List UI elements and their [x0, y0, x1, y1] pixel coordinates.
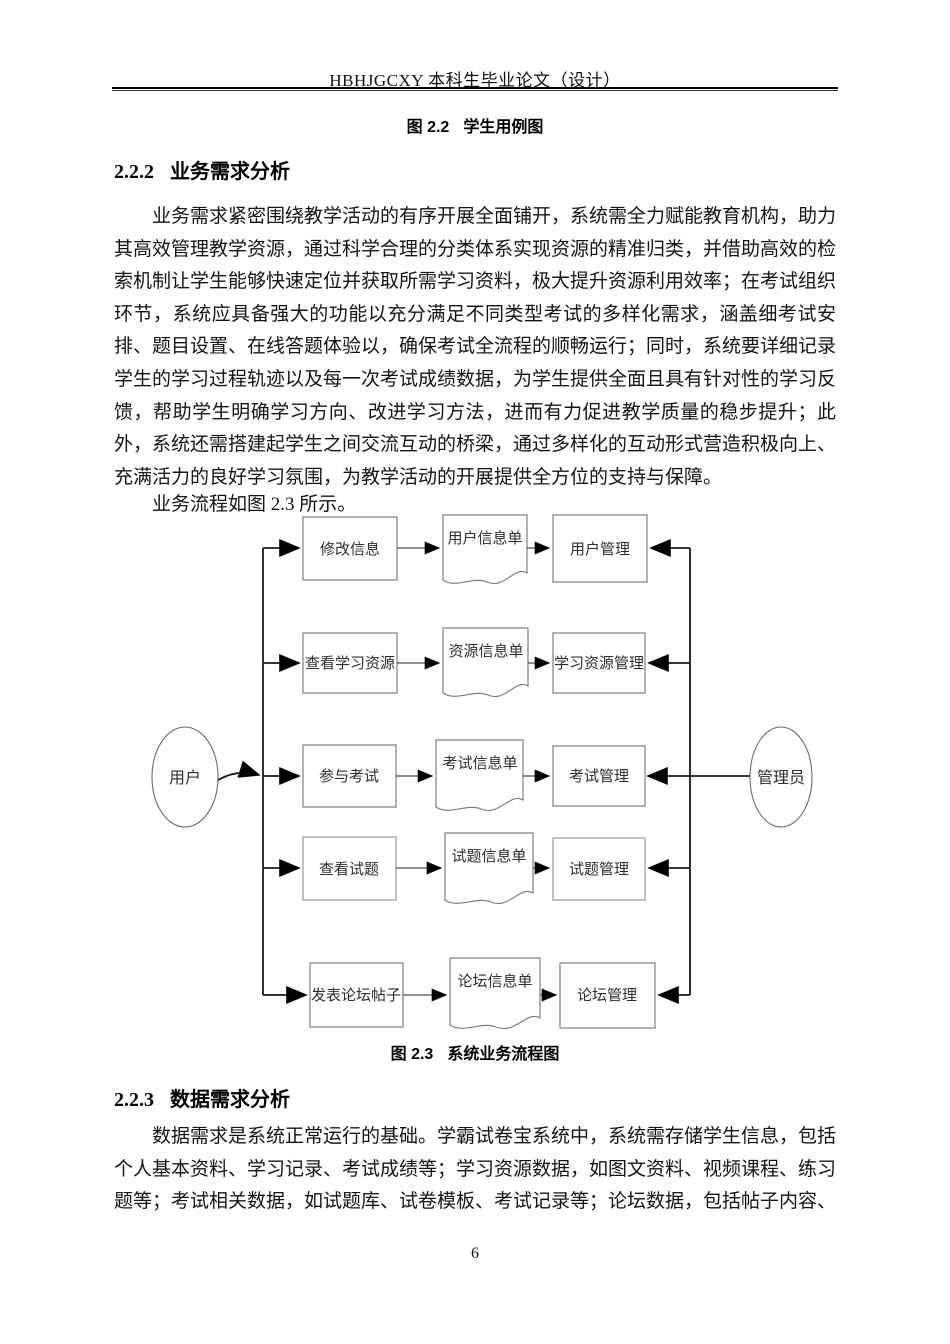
management-box — [559, 962, 656, 1029]
section-number: 2.2.2 — [114, 161, 154, 183]
running-header: HBHJGCXY 本科生毕业论文（设计） — [329, 71, 621, 90]
document-label: 试题信息单 — [451, 848, 526, 865]
figure-2-3-caption: 图 2.3 系统业务流程图 — [114, 1040, 836, 1064]
section-title: 数据需求分析 — [170, 1089, 290, 1111]
action-label: 查看试题 — [319, 861, 379, 878]
flow-row-questions: 查看试题 试题信息单 试题管理 — [263, 832, 690, 905]
document-shape: 用户信息单 — [442, 514, 528, 585]
figure-2-2-caption-text: 学生用例图 — [463, 119, 544, 136]
section-heading-2-2-3: 2.2.3 数据需求分析 — [114, 1083, 874, 1112]
action-label: 参与考试 — [319, 768, 379, 785]
user-to-trunk-arrow — [217, 760, 261, 781]
figure-2-3-caption-text: 系统业务流程图 — [447, 1046, 560, 1063]
actor-admin-oval — [749, 726, 813, 828]
action-label: 修改信息 — [320, 541, 380, 558]
flow-row-user-info: 修改信息 用户信息单 用户管理 — [263, 514, 690, 585]
action-label: 发表论坛帖子 — [311, 987, 401, 1004]
management-label: 用户管理 — [570, 541, 630, 558]
business-flow-diagram: 用户 管理员 修改信息 用户信息单 用户管理 — [140, 506, 840, 1046]
actor-user-oval — [151, 726, 219, 828]
document-label: 考试信息单 — [442, 755, 517, 772]
page-number: 6 — [471, 1245, 479, 1262]
header-rule-thick-line — [112, 87, 838, 89]
document-shape: 试题信息单 — [444, 832, 534, 905]
management-box — [552, 514, 648, 583]
management-box — [552, 837, 646, 901]
actor-user-label: 用户 — [169, 769, 201, 787]
flow-row-forum: 发表论坛帖子 论坛信息单 论坛管理 — [263, 957, 690, 1030]
document-shape: 论坛信息单 — [449, 957, 541, 1030]
figure-2-2-caption-number: 图 2.2 — [406, 119, 450, 136]
document-label: 资源信息单 — [448, 643, 523, 660]
document-label: 论坛信息单 — [457, 973, 532, 990]
document-shape: 考试信息单 — [435, 739, 524, 812]
data-requirements-paragraph: 数据需求是系统正常运行的基础。学霸试卷宝系统中，系统需存储学生信息，包括个人基本… — [114, 1126, 836, 1213]
management-label: 试题管理 — [569, 861, 629, 878]
management-box — [552, 745, 646, 807]
business-requirements-paragraph: 业务需求紧密围绕教学活动的有序开展全面铺开，系统需全力赋能教育机构，助力其高效管… — [114, 206, 836, 488]
flow-row-learning-resources: 查看学习资源 资源信息单 学习资源管理 — [263, 627, 690, 698]
section-number: 2.2.3 — [114, 1089, 154, 1111]
business-flow-reference-paragraph: 业务流程如图 2.3 所示。 — [152, 494, 357, 515]
section-heading-2-2-2: 2.2.2 业务需求分析 — [114, 155, 874, 184]
management-box — [552, 632, 646, 694]
action-label: 查看学习资源 — [305, 655, 395, 672]
document-label: 用户信息单 — [447, 530, 522, 547]
actor-admin-label: 管理员 — [757, 769, 805, 787]
section-title: 业务需求分析 — [170, 161, 290, 183]
management-label: 学习资源管理 — [554, 655, 644, 672]
header-rule-thin-line — [112, 90, 838, 91]
figure-2-3-caption-number: 图 2.3 — [390, 1046, 434, 1063]
management-label: 论坛管理 — [577, 987, 637, 1004]
figure-2-2-caption: 图 2.2 学生用例图 — [114, 113, 836, 137]
header-rule — [112, 87, 838, 91]
document-shape: 资源信息单 — [442, 627, 529, 698]
management-label: 考试管理 — [569, 768, 629, 785]
flow-row-exam: 参与考试 考试信息单 考试管理 — [263, 739, 646, 812]
